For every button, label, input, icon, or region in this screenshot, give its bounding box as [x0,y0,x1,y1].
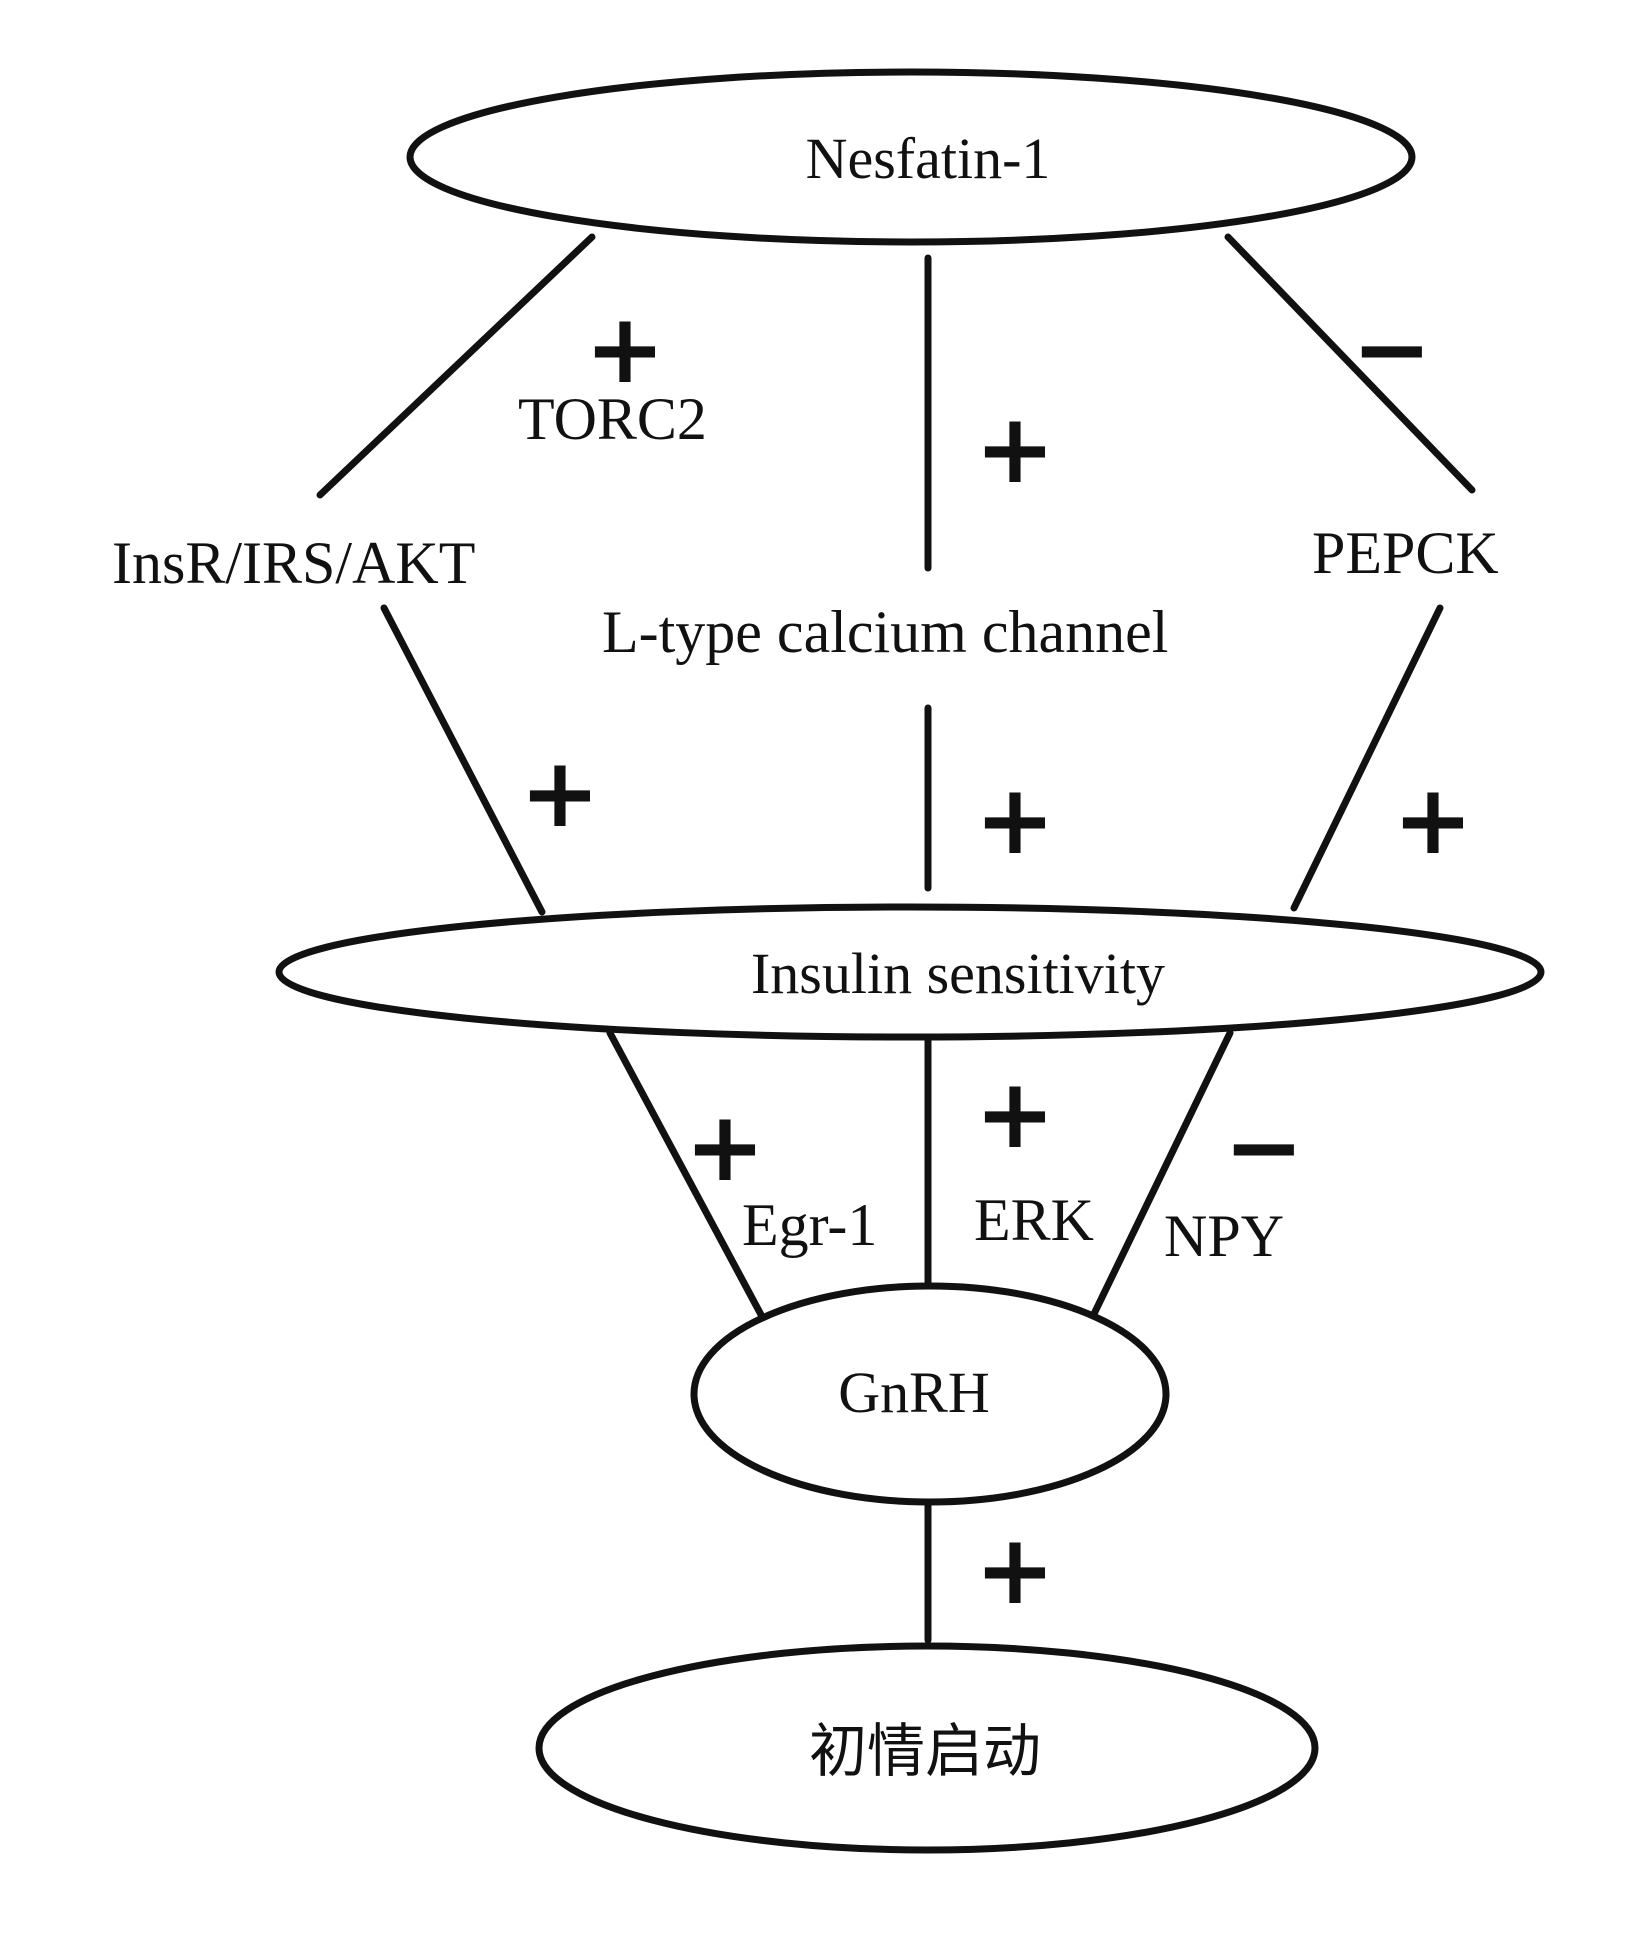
sign-nesfatin-insr: + [585,293,665,405]
sign-gnrh-puberty: + [975,1514,1055,1626]
node-puberty-onset [535,1642,1319,1854]
label-torc2: TORC2 [518,386,707,452]
sign-nesfatin-ltype: + [975,393,1055,505]
node-gnrh [690,1282,1170,1506]
node-gnrh-label: GnRH [838,1360,989,1425]
label-pepck: PEPCK [1312,520,1499,586]
edge-npy-gnrh [1088,1029,1234,1322]
sign-erk-gnrh: + [975,1058,1055,1170]
node-insulin-sensitivity-label: Insulin sensitivity [751,941,1165,1006]
edge-insr-insulin [380,604,546,916]
node-nesfatin [406,68,1416,246]
edge-nesfatin-pepck [1224,233,1476,494]
edge-pepck-insulin [1290,604,1444,912]
node-puberty-onset-label: 初情启动 [809,1719,1041,1784]
label-npy: NPY [1164,1203,1284,1269]
sign-egr1-gnrh: + [685,1091,765,1203]
edge-nesfatin-insr [316,233,596,499]
label-egr1: Egr-1 [742,1192,877,1258]
sign-npy-gnrh: − [1224,1091,1304,1203]
sign-pepck-insulin: + [1393,764,1473,876]
label-ltype: L-type calcium channel [602,599,1168,665]
sign-insr-insulin: + [520,737,600,849]
sign-nesfatin-pepck: − [1352,293,1432,405]
label-insr: InsR/IRS/AKT [112,530,475,596]
edge-egr1-gnrh [606,1029,770,1328]
sign-ltype-insulin: + [975,764,1055,876]
node-nesfatin-label: Nesfatin-1 [806,126,1051,191]
label-erk: ERK [974,1187,1094,1253]
node-insulin-sensitivity [275,903,1545,1041]
